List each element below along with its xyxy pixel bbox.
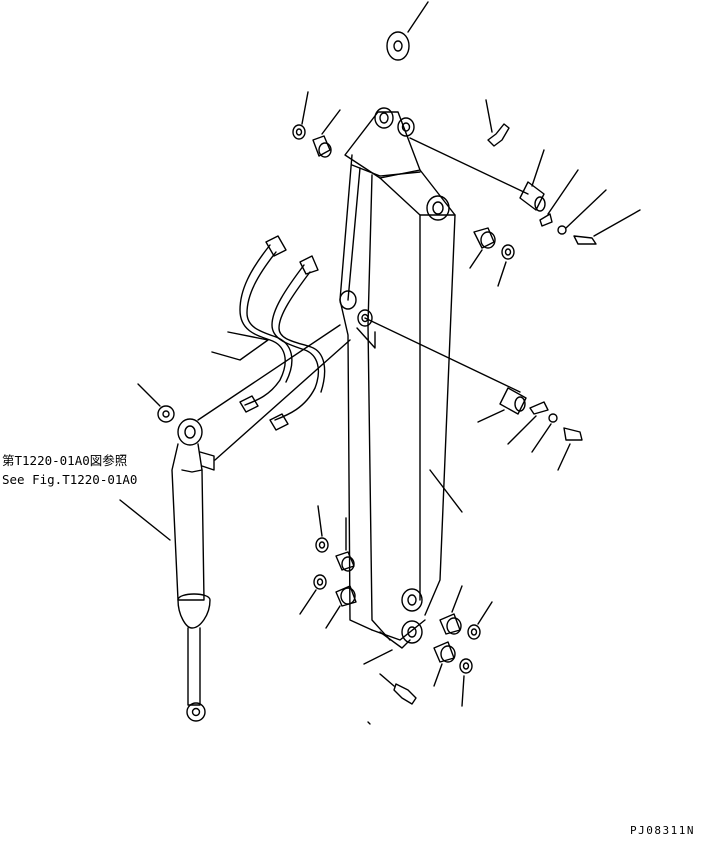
reference-note-jp: 第T1220-01A0図参照 xyxy=(2,453,127,468)
figure-code: PJ08311N xyxy=(630,824,695,837)
hydraulic-hoses xyxy=(239,235,326,431)
hydraulic-cylinder xyxy=(119,383,215,722)
lower-right-bushings xyxy=(433,585,493,707)
reference-note-en: See Fig.T1220-01A0 xyxy=(2,472,137,487)
top-shim xyxy=(386,1,429,61)
top-pin-assembly xyxy=(409,137,641,245)
grease-fitting-bottom xyxy=(363,649,417,725)
right-bushings-upper xyxy=(469,227,515,287)
leader-lines xyxy=(197,324,463,513)
grease-fitting-top xyxy=(485,99,510,147)
upper-left-bushings xyxy=(292,91,341,158)
mid-pin-assembly xyxy=(364,317,583,471)
lower-left-bushings xyxy=(299,505,357,629)
arm-body xyxy=(339,107,456,649)
